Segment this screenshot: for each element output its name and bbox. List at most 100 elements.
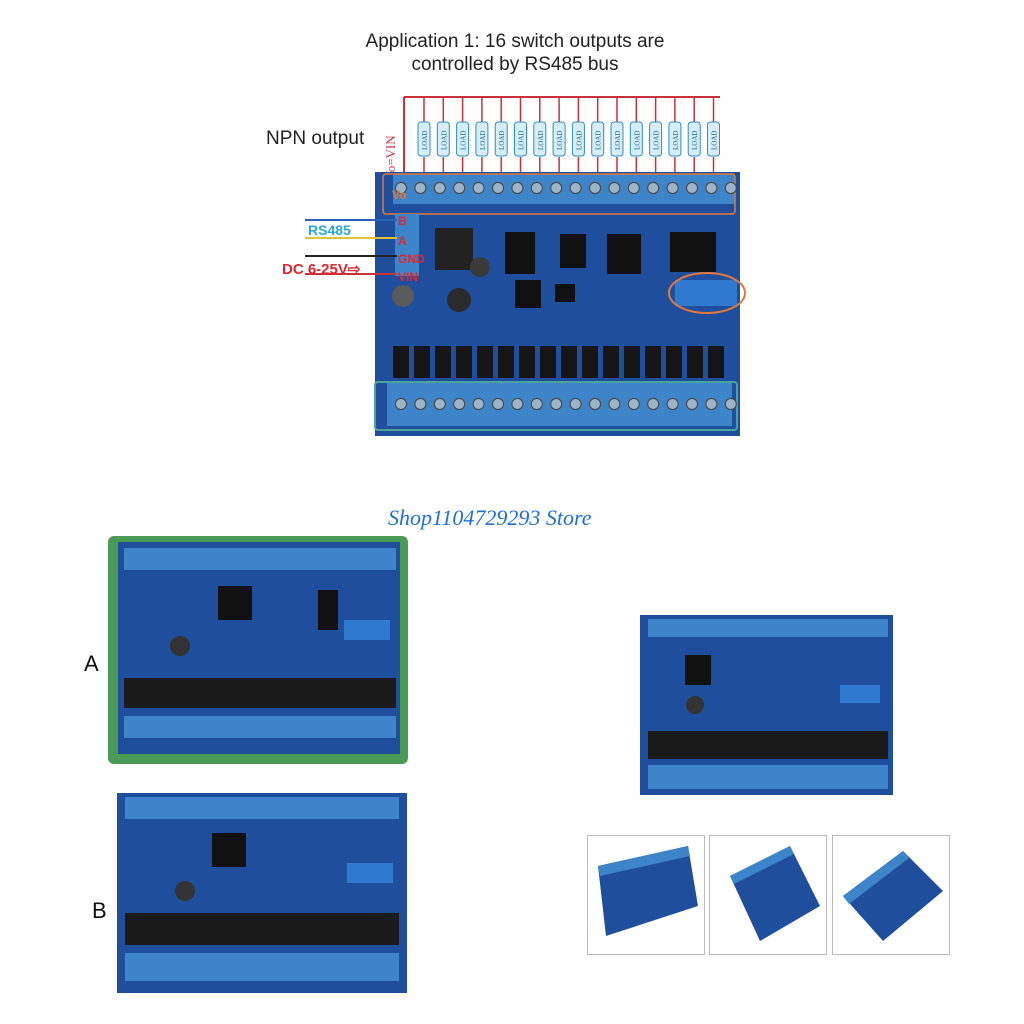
load-label: LOAD — [460, 131, 468, 150]
optocoupler — [414, 346, 430, 378]
terminal-screw — [647, 182, 660, 194]
rs485-label: RS485 — [308, 222, 351, 238]
load-resistor — [649, 121, 663, 157]
power-terminal-block — [395, 214, 419, 276]
terminal-screw — [686, 182, 698, 194]
load-label: LOAD — [518, 131, 526, 150]
terminal-screw — [666, 398, 679, 410]
load-resistor — [707, 121, 720, 157]
terminal-screw — [453, 182, 466, 194]
load-label: LOAD — [653, 131, 661, 150]
terminal-screw — [608, 398, 621, 410]
terminal-screw — [569, 398, 582, 410]
store-watermark: Shop1104729293 Store — [388, 505, 592, 530]
terminal-screw — [472, 398, 485, 410]
terminal-screw — [492, 182, 504, 194]
load-label: LOAD — [595, 131, 603, 150]
variant-a-label: A — [84, 651, 99, 676]
terminal-label-vin: VIN — [398, 270, 419, 284]
terminal-screw — [511, 182, 524, 194]
terminal-screw — [724, 398, 737, 410]
dc-voltage-label: DC 6-25V⇨ — [282, 261, 361, 278]
npn-output-label: NPN output — [266, 128, 365, 149]
thumbnail-angle-3[interactable] — [832, 835, 950, 955]
load-label: LOAD — [691, 131, 699, 150]
load-resistor — [475, 121, 489, 157]
load-label: LOAD — [556, 131, 564, 150]
terminal-screw — [414, 398, 427, 410]
load-label: LOAD — [421, 131, 429, 150]
terminal-screw — [627, 398, 640, 410]
load-label: LOAD — [711, 131, 719, 150]
terminal-screw — [589, 182, 601, 194]
load-resistor — [456, 121, 470, 157]
ic-chip — [670, 232, 716, 272]
terminal-screw — [414, 182, 427, 194]
load-label: LOAD — [440, 131, 448, 150]
optocoupler — [540, 346, 556, 378]
optocoupler — [708, 346, 724, 378]
load-label: LOAD — [614, 131, 622, 150]
terminal-screw — [511, 398, 524, 410]
terminal-screw — [627, 182, 640, 194]
terminal-screw — [550, 398, 563, 410]
load-resistor — [571, 121, 585, 157]
load-resistor — [514, 121, 527, 157]
load-label: LOAD — [672, 131, 680, 150]
terminal-screw — [589, 398, 601, 410]
load-resistor — [436, 121, 450, 157]
terminal-screw — [472, 182, 485, 194]
load-label: LOAD — [537, 131, 545, 150]
ic-chip — [555, 284, 575, 302]
terminal-screw — [647, 398, 660, 410]
terminal-screw — [608, 182, 621, 194]
terminal-screw — [724, 182, 737, 194]
optocoupler — [393, 346, 409, 378]
terminal-screw — [492, 398, 504, 410]
diagram-title: Application 1: 16 switch outputs are con… — [300, 30, 730, 76]
load-label: LOAD — [498, 131, 506, 150]
bus-wires — [305, 219, 397, 275]
terminal-screw — [453, 398, 466, 410]
title-line-2: controlled by RS485 bus — [411, 54, 619, 75]
terminal-screw — [433, 398, 446, 410]
load-resistor — [629, 121, 643, 157]
optocoupler — [582, 346, 598, 378]
terminal-screw — [686, 398, 698, 410]
terminal-label-a: A — [398, 234, 407, 248]
terminal-screw — [433, 182, 446, 194]
terminal-screw — [550, 182, 563, 194]
board-variant-a — [108, 536, 408, 764]
optocoupler — [456, 346, 472, 378]
terminal-label-gnd: GND — [398, 252, 425, 266]
ic-chip — [607, 234, 641, 274]
ic-chip — [505, 232, 535, 274]
dip-switch-highlight — [668, 272, 746, 314]
load-label: LOAD — [633, 131, 641, 150]
thumbnail-angle-1[interactable] — [587, 835, 705, 955]
terminal-label-vo: Vo — [392, 188, 407, 202]
optocoupler — [603, 346, 619, 378]
board-top-view — [640, 615, 893, 795]
main-board — [374, 172, 746, 436]
load-resistor — [533, 121, 547, 157]
optocoupler — [435, 346, 451, 378]
load-resistor — [591, 121, 605, 157]
terminal-screw — [705, 398, 718, 410]
load-resistor — [552, 121, 566, 157]
board-variant-b — [117, 793, 407, 993]
ic-chip — [515, 280, 541, 308]
load-resistor — [610, 121, 624, 157]
variant-b-label: B — [92, 898, 107, 923]
optocoupler — [519, 346, 535, 378]
optocoupler — [477, 346, 493, 378]
terminal-screw — [395, 398, 407, 410]
optocoupler — [687, 346, 703, 378]
terminal-screw — [395, 182, 407, 194]
load-label: LOAD — [575, 131, 583, 150]
load-label: LOAD — [479, 131, 487, 150]
thumbnail-angle-2[interactable] — [709, 835, 827, 955]
terminal-screw — [530, 182, 543, 194]
terminal-screw — [569, 182, 582, 194]
optocoupler — [561, 346, 577, 378]
